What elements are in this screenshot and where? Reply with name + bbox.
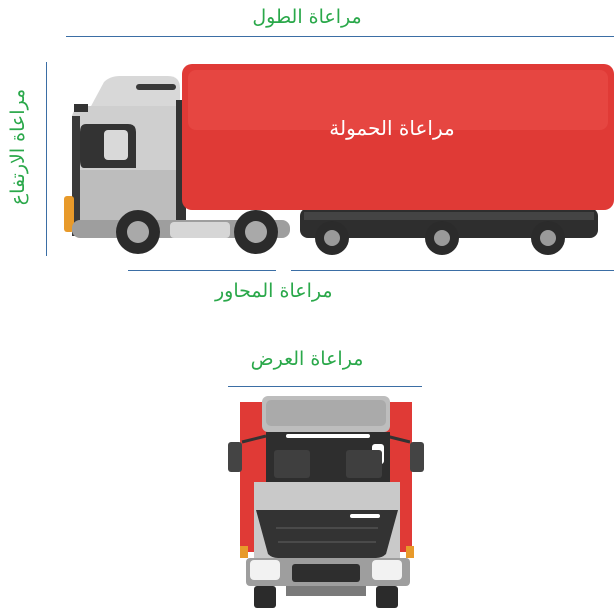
cab-roof	[90, 76, 180, 108]
axles-label: مراعاة المحاور	[215, 280, 333, 302]
front-right-tyre	[376, 586, 398, 608]
front-left-tyre	[254, 586, 276, 608]
cab-wheels	[116, 210, 278, 254]
axles-rule-rear	[291, 270, 614, 271]
right-headlight	[372, 560, 402, 580]
width-label: مراعاة العرض	[250, 348, 364, 370]
axles-rule-front	[128, 270, 276, 271]
width-rule	[228, 386, 422, 387]
truck-front-illustration	[228, 396, 424, 608]
front-grille	[256, 510, 398, 558]
truck-side-illustration	[64, 64, 614, 255]
left-headlight	[250, 560, 280, 580]
length-label: مراعاة الطول	[252, 6, 362, 28]
height-rule	[46, 62, 47, 256]
length-rule	[66, 36, 614, 37]
trailer-wheels	[315, 221, 565, 255]
payload-label: مراعاة الحمولة	[329, 116, 455, 140]
